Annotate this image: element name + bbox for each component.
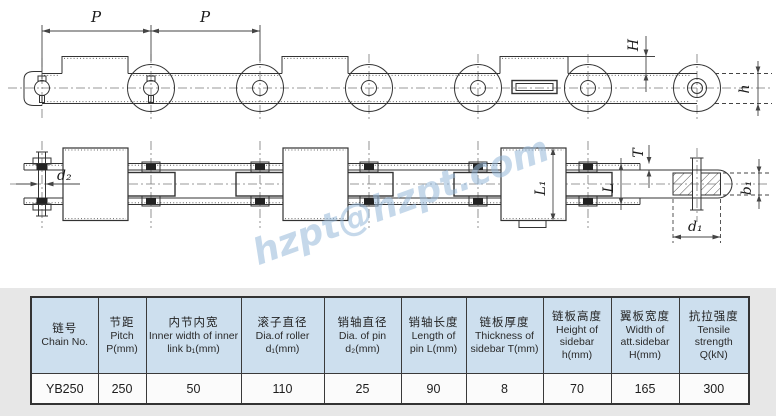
dimension-inner-width: b₁: [723, 159, 770, 209]
cell-pin-dia: 25: [323, 373, 402, 405]
data-row: YB250 250 50 110 25 90 8 70 165 300: [30, 373, 750, 405]
header-en: Thickness of sidebar T(mm): [470, 330, 539, 355]
cell-pin-length: 90: [400, 373, 467, 405]
cell-thickness: 8: [465, 373, 544, 405]
dimension-pin-length: L: [601, 158, 624, 210]
chain-technical-drawing: P P H h: [8, 8, 772, 274]
header-cn: 抗拉强度: [688, 310, 739, 323]
dimension-att-height: H: [568, 36, 655, 92]
header-cn: 内节内宽: [168, 317, 219, 329]
header-cn: 链号: [52, 323, 78, 336]
header-cn: 销轴长度: [408, 317, 459, 329]
cotter-pins: [37, 75, 156, 103]
col-header-pitch: 节距 Pitch P(mm): [97, 296, 147, 374]
dim-label-b1: b₁: [739, 181, 755, 196]
header-cn: 滚子直径: [257, 317, 308, 329]
dimension-plate-thickness: T: [631, 145, 652, 188]
header-cn: 翼板宽度: [620, 310, 670, 323]
dim-label-d2: d₂: [57, 168, 72, 184]
cell-inner-width: 50: [145, 373, 242, 405]
col-header-inner-width: 内节内宽 Inner width of inner link b₁(mm): [145, 296, 242, 374]
header-en: Dia. of pin d₂(mm): [338, 330, 387, 355]
header-en: Height of sidebar h(mm): [555, 323, 599, 361]
cell-att-width: 165: [610, 373, 680, 405]
header-en: Tensile strength Q(kN): [694, 323, 733, 361]
header-cn: 链板厚度: [479, 317, 530, 329]
header-en: Chain No.: [41, 336, 89, 349]
header-en: Dia.of roller d₁(mm): [255, 330, 310, 355]
dim-label-L1: L₁: [533, 181, 549, 197]
header-en: Inner width of inner link b₁(mm): [148, 330, 239, 355]
table-strip: 链号 Chain No. 节距 Pitch P(mm) 内节内宽 Inner w…: [0, 288, 776, 416]
header-en: Length of pin L(mm): [409, 330, 458, 355]
attachment-plates: [62, 147, 567, 228]
col-header-att-width: 翼板宽度 Width of att.sidebar H(mm): [610, 296, 680, 374]
header-en: Pitch P(mm): [106, 330, 138, 355]
col-header-pin-length: 销轴长度 Length of pin L(mm): [400, 296, 467, 374]
spec-table: 链号 Chain No. 节距 Pitch P(mm) 内节内宽 Inner w…: [30, 296, 750, 405]
plan-view: d₂ L₁ L T b₁: [10, 141, 770, 243]
dim-label-pitch-1: P: [90, 8, 102, 26]
col-header-sidebar-height: 链板高度 Height of sidebar h(mm): [542, 296, 612, 374]
dim-label-T: T: [631, 147, 647, 158]
dim-label-d1: d₁: [688, 219, 703, 235]
header-cn: 链板高度: [552, 310, 602, 323]
dim-label-H: H: [626, 38, 642, 52]
mid-pin-caps: [141, 161, 598, 207]
roller-section: [672, 157, 721, 211]
header-cn: 节距: [109, 317, 135, 329]
dim-label-L: L: [601, 183, 617, 193]
side-view: P P H h: [8, 8, 772, 122]
dim-label-h: h: [737, 84, 753, 93]
dimension-sidebar-height: h: [715, 61, 772, 116]
col-header-roller-dia: 滚子直径 Dia.of roller d₁(mm): [240, 296, 325, 374]
col-header-chain-no: 链号 Chain No.: [30, 296, 99, 374]
col-header-thickness: 链板厚度 Thickness of sidebar T(mm): [465, 296, 544, 374]
dimension-pitch: P P: [41, 8, 261, 79]
dim-label-pitch-2: P: [199, 8, 211, 26]
dimension-att-plate-length: L₁: [533, 148, 556, 221]
cell-pitch: 250: [97, 373, 147, 405]
header-row: 链号 Chain No. 节距 Pitch P(mm) 内节内宽 Inner w…: [30, 296, 750, 374]
dimension-pin-dia: d₂: [16, 168, 80, 187]
header-en: Width of att.sidebar H(mm): [620, 323, 670, 361]
cell-sidebar-height: 70: [542, 373, 612, 405]
col-header-tensile: 抗拉强度 Tensile strength Q(kN): [678, 296, 750, 374]
cell-roller-dia: 110: [240, 373, 325, 405]
dimension-roller-dia: d₁: [672, 199, 721, 243]
cell-tensile: 300: [678, 373, 750, 405]
rollers: [127, 64, 721, 112]
header-cn: 销轴直径: [337, 317, 388, 329]
col-header-pin-dia: 销轴直径 Dia. of pin d₂(mm): [323, 296, 402, 374]
cell-chain-no: YB250: [30, 373, 99, 405]
